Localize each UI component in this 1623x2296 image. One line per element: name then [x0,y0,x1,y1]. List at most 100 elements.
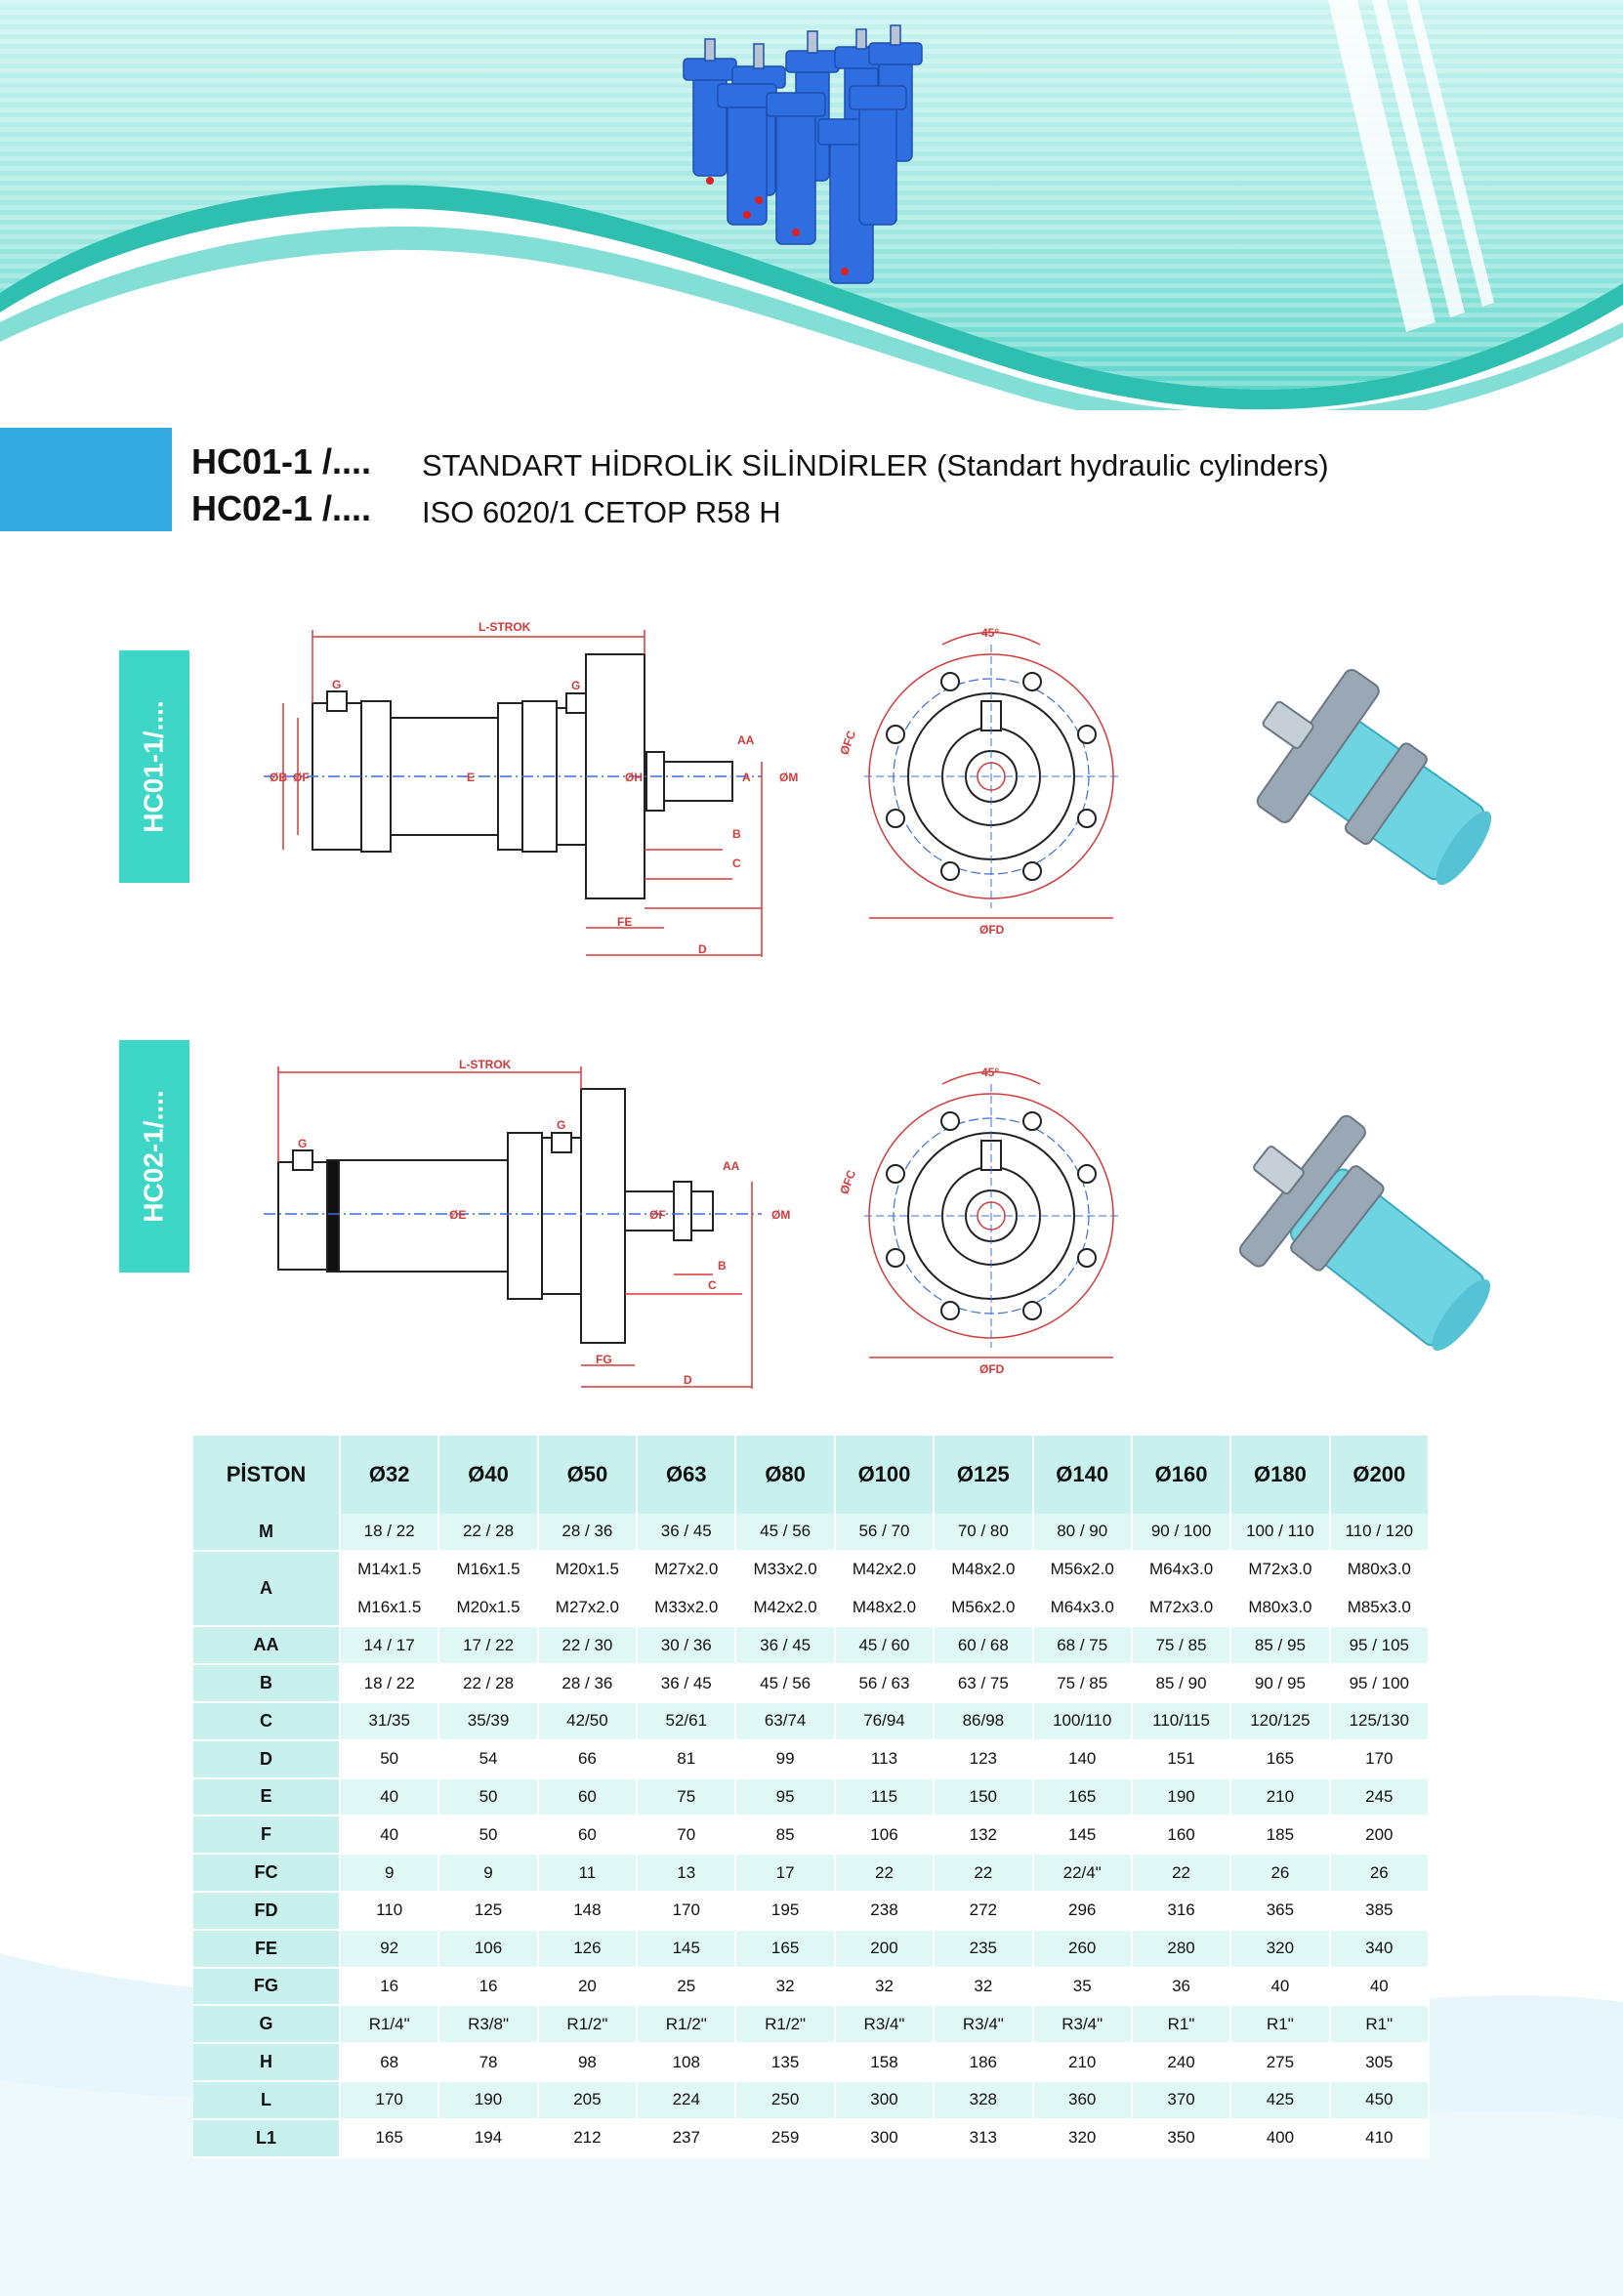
table-cell: 165 [1032,1777,1133,1817]
table-cell: 370 [1131,2080,1232,2120]
table-cell: 106 [834,1816,936,1856]
table-cell: 99 [735,1739,836,1779]
svg-text:ØFC: ØFC [837,1168,858,1196]
row-label: G [193,2005,341,2045]
table-cell: 75 [637,1777,737,1817]
svg-text:B: B [732,827,741,841]
svg-text:G: G [571,679,580,692]
table-cell: R1/2" [735,2005,836,2045]
title-code-hc02: HC02-1 /.... [191,488,372,528]
table-cell: 45 / 56 [735,1514,836,1552]
table-cell: 40 [1230,1967,1331,2007]
row-label: C [193,1701,341,1741]
table-cell: 35 [1032,1967,1133,2007]
table-cell: 296 [1032,1891,1133,1931]
hc01-front-drawing: L-STROK G G AA B C D FE E ØF ØH ØM A ØB [264,620,798,957]
table-cell: 365 [1230,1891,1331,1931]
table-cell: M33x2.0 [637,1588,737,1628]
table-cell: 28 / 36 [537,1664,639,1703]
row-label: L [193,2080,341,2120]
column-header: Ø40 [438,1436,539,1514]
table-cell: 300 [834,2118,936,2158]
table-cell: 45 / 56 [735,1664,836,1703]
table-cell: R1/2" [537,2005,639,2045]
table-cell: 50 [438,1816,539,1856]
table-cell: 316 [1131,1891,1232,1931]
table-cell: 328 [934,2080,1034,2120]
hc02-front-drawing: L-STROK G G AA B C D FG ØE ØF ØM [264,1058,790,1389]
table-cell: 400 [1230,2118,1331,2158]
hc01-3d-render [1256,668,1492,886]
row-label: B [193,1664,341,1703]
table-cell: 350 [1131,2118,1232,2158]
table-cell: R1/2" [637,2005,737,2045]
table-cell: 60 / 68 [934,1626,1034,1666]
table-cell: 320 [1032,2118,1133,2158]
table-cell: 50 [438,1777,539,1817]
table-cell: 250 [735,2080,836,2120]
table-cell: M16x1.5 [340,1588,440,1628]
table-cell: 410 [1329,2118,1431,2158]
svg-text:L-STROK: L-STROK [479,620,531,634]
table-cell: 75 / 85 [1032,1664,1133,1703]
table-cell: 28 / 36 [537,1514,639,1552]
table-cell: 66 [537,1739,639,1779]
svg-text:AA: AA [737,733,755,747]
table-cell: 170 [637,1891,737,1931]
table-cell: M64x3.0 [1131,1550,1232,1590]
hc01-end-view-drawing: 45° ØFC ØFD [837,626,1118,937]
table-cell: M42x2.0 [735,1588,836,1628]
table-cell: 212 [537,2118,639,2158]
table-cell: 100/110 [1032,1701,1133,1741]
table-cell: M85x3.0 [1329,1588,1431,1628]
table-cell: 110 [340,1891,440,1931]
row-label: F [193,1816,341,1856]
table-cell: M56x2.0 [934,1588,1034,1628]
table-cell: 32 [934,1967,1034,2007]
table-cell: 120/125 [1230,1701,1331,1741]
table-cell: 205 [537,2080,639,2120]
svg-text:ØM: ØM [779,771,798,784]
column-header: Ø32 [340,1436,440,1514]
table-cell: 16 [340,1967,440,2007]
table-cell: 305 [1329,2043,1431,2082]
table-cell: 148 [537,1891,639,1931]
table-cell: 245 [1329,1777,1431,1817]
hc02-3d-render [1238,1114,1491,1352]
svg-text:ØE: ØE [449,1208,466,1222]
table-cell: 45 / 60 [834,1626,936,1666]
svg-text:G: G [332,678,341,691]
row-label: M [193,1514,341,1552]
table-cell: 200 [1329,1816,1431,1856]
table-cell: 63/74 [735,1701,836,1741]
table-cell: 385 [1329,1891,1431,1931]
section-tab-hc02: HC02-1/.... [119,1040,189,1273]
row-label: H [193,2043,341,2082]
table-cell: 158 [834,2043,936,2082]
table-cell: 30 / 36 [637,1626,737,1666]
table-cell: 280 [1131,1929,1232,1969]
table-cell: 25 [637,1967,737,2007]
table-cell: R1" [1131,2005,1232,2045]
table-cell: 50 [340,1739,440,1779]
table-cell: 42/50 [537,1701,639,1741]
table-cell: 9 [438,1854,539,1893]
table-cell: 275 [1230,2043,1331,2082]
table-cell: 40 [340,1777,440,1817]
table-cell: 32 [735,1967,836,2007]
svg-text:G: G [557,1118,565,1132]
table-cell: 194 [438,2118,539,2158]
table-cell: 140 [1032,1739,1133,1779]
table-cell: 195 [735,1891,836,1931]
table-cell: 63 / 75 [934,1664,1034,1703]
table-cell: 450 [1329,2080,1431,2120]
section-tab-hc01: HC01-1/.... [119,650,189,883]
